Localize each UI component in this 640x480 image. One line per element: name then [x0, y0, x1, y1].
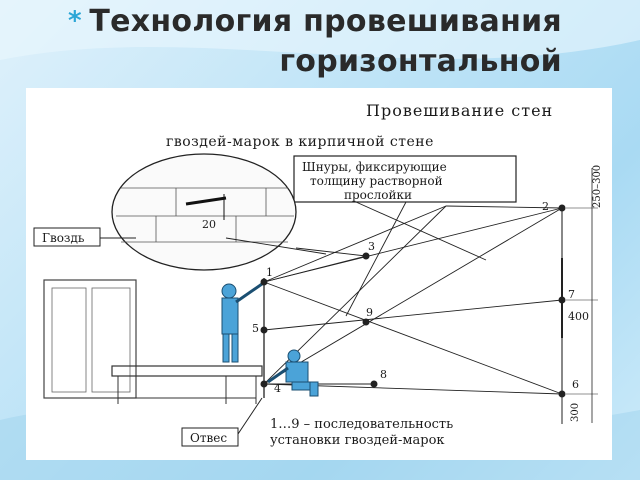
- technical-drawing: Провешивание стен гвоздей-марок в кирпич…: [26, 88, 612, 460]
- worker-crouching: [267, 349, 319, 397]
- nail-markers: [260, 204, 566, 398]
- slide-title: Технология провешивания горизонтальной: [42, 2, 562, 82]
- marker-5: [260, 326, 268, 334]
- marker-label-1: 1: [266, 266, 273, 279]
- cords-note-line-3: прослойки: [344, 188, 412, 202]
- magnified-inset: 20: [111, 153, 297, 271]
- cords-note-box: [293, 155, 517, 203]
- title-bullet-icon: *: [68, 6, 82, 36]
- cords-note-line-1: Шнуры, фиксирующие: [302, 160, 447, 174]
- marker-label-6: 6: [572, 378, 579, 391]
- dimension-top: 250–300: [592, 165, 603, 208]
- drawing-heading: Провешивание стен: [366, 101, 553, 120]
- marker-8: [370, 380, 378, 388]
- marker-4: [260, 380, 268, 388]
- marker-2: [558, 204, 566, 212]
- marker-label-4: 4: [274, 382, 281, 395]
- marker-label-3: 3: [368, 240, 375, 253]
- marker-9: [362, 318, 370, 326]
- plumb-label-box: [181, 427, 239, 447]
- dimension-middle: 400: [568, 310, 589, 323]
- marker-3: [362, 252, 370, 260]
- marker-labels: 1 2 3 4 5 6 7 8 9: [252, 200, 579, 395]
- inset-dimension: 20: [202, 218, 216, 231]
- cord-lines: [225, 201, 563, 395]
- window-frame: [43, 279, 137, 399]
- slide-title-line-2: горизонтальной: [279, 44, 562, 79]
- drawing-subheading: гвоздей-марок в кирпичной стене: [166, 134, 434, 150]
- cords-note-line-2: толщину растворной: [310, 174, 443, 188]
- sequence-note-line-1: 1…9 – последовательность: [270, 417, 453, 432]
- dimensions: 250–300 400 300: [561, 165, 603, 424]
- marker-6: [558, 390, 566, 398]
- plumb-label: Отвес: [190, 431, 227, 445]
- dimension-bottom: 300: [570, 403, 581, 422]
- marker-1: [260, 278, 268, 286]
- marker-7: [558, 296, 566, 304]
- slide-title-line-1: Технология провешивания: [89, 4, 562, 39]
- marker-label-2: 2: [542, 200, 549, 213]
- worker-standing: [221, 282, 263, 363]
- marker-label-5: 5: [252, 322, 259, 335]
- marker-label-7: 7: [568, 288, 575, 301]
- nail-label-box: [33, 227, 101, 247]
- scaffold: [111, 365, 263, 404]
- marker-label-9: 9: [366, 306, 373, 319]
- sequence-note-line-2: установки гвоздей-марок: [270, 433, 445, 448]
- marker-label-8: 8: [380, 368, 387, 381]
- nail-label: Гвоздь: [42, 231, 85, 245]
